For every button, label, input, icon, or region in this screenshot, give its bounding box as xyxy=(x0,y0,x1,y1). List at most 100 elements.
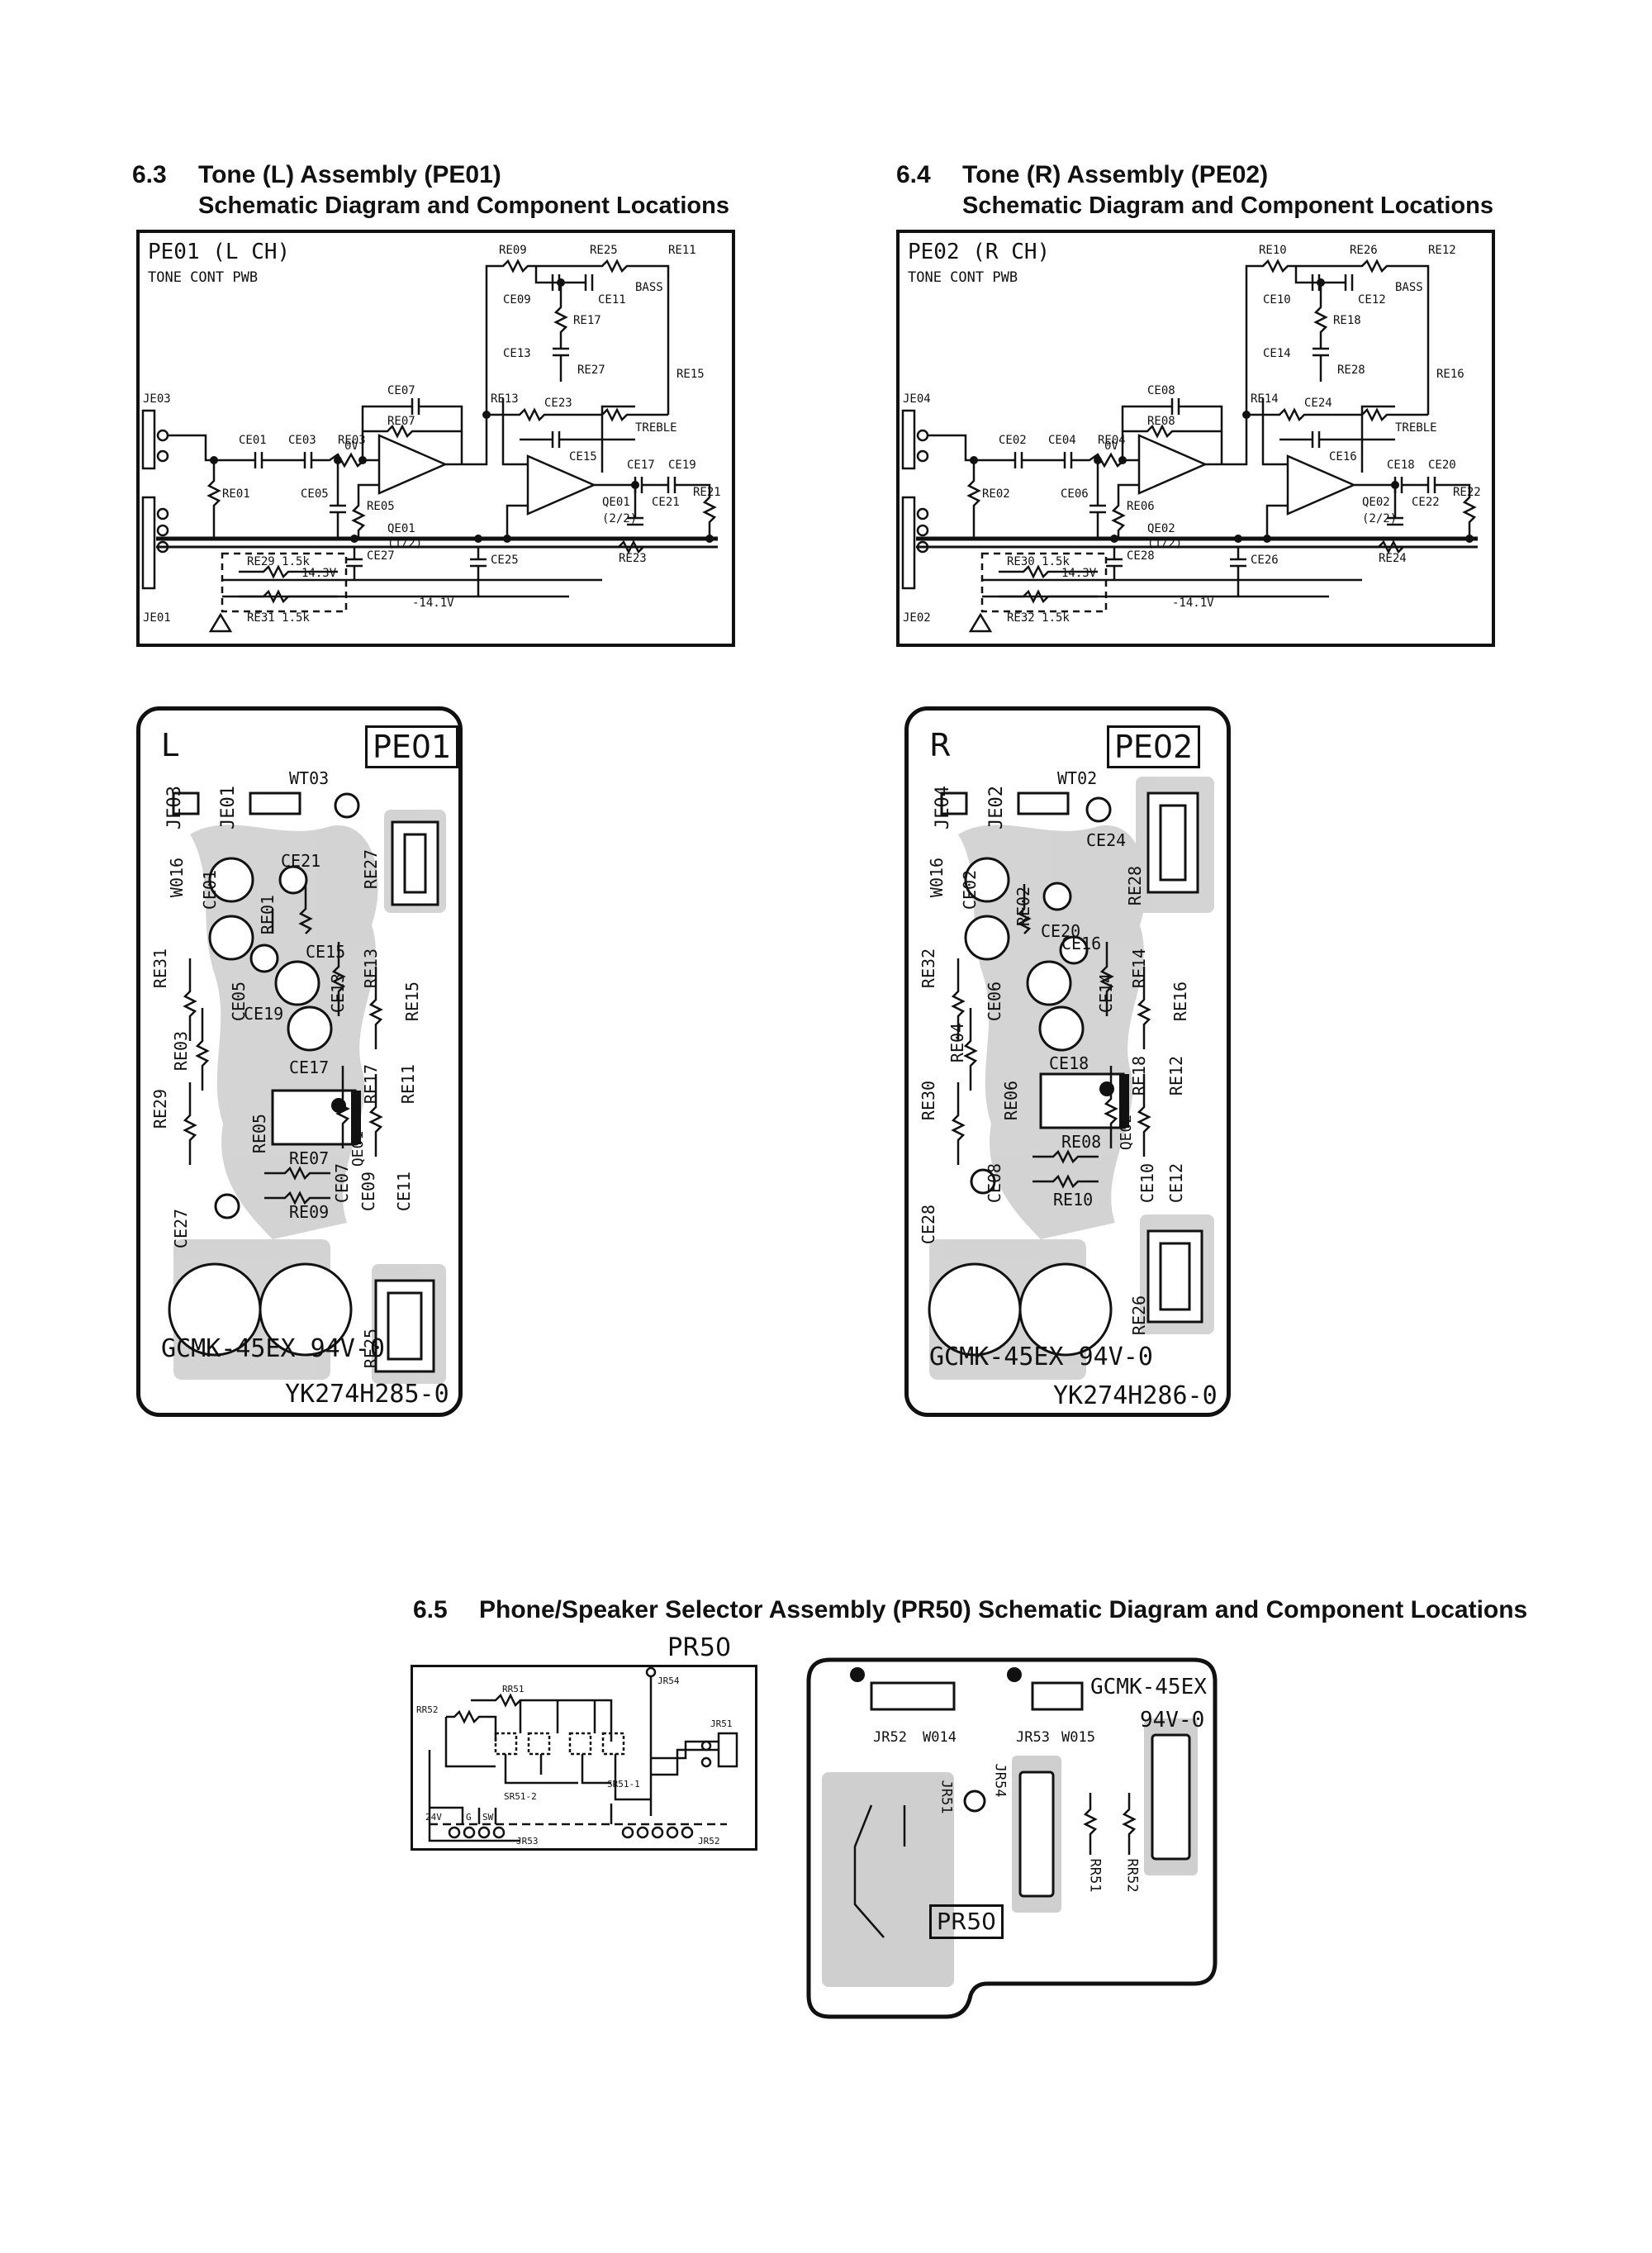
part-label: W016 xyxy=(927,857,947,898)
part-label: RR51 xyxy=(1086,1858,1104,1893)
part-label: CE08 xyxy=(1147,384,1175,397)
part-label: QE02 xyxy=(1118,1114,1136,1151)
part-label: CE19 xyxy=(668,459,696,472)
part-label: RE27 xyxy=(361,848,382,890)
part-label: RE18 xyxy=(1333,314,1361,327)
part-label: CE05 xyxy=(301,487,329,501)
voltage-label: 14.3V xyxy=(301,567,337,580)
part-label: CE18 xyxy=(1387,459,1415,472)
part-label: CE13 xyxy=(503,347,531,360)
part-label: CE18 xyxy=(1049,1053,1089,1073)
part-label: RE32 xyxy=(919,948,939,989)
jack-label: JE01 xyxy=(143,611,171,625)
part-label: RE30 1.5k xyxy=(1007,555,1070,568)
part-label: CE28 xyxy=(919,1204,939,1245)
jack-label: JE03 xyxy=(143,392,171,406)
part-label: SR51-1 xyxy=(607,1779,640,1790)
part-label: JR53 xyxy=(1016,1729,1050,1746)
part-label: RE11 xyxy=(668,244,696,257)
jack-label: JE04 xyxy=(903,392,931,406)
part-label: CE14 xyxy=(1096,972,1117,1014)
part-label: CE15 xyxy=(569,450,597,463)
part-label: CE20 xyxy=(1428,459,1456,472)
part-label: RE11 xyxy=(398,1063,419,1105)
pcb-layout xyxy=(928,777,1214,1380)
section-number: 6.4 xyxy=(896,161,931,188)
part-label: RE18 xyxy=(1129,1055,1150,1096)
pr50-pcb-outline xyxy=(806,1657,1218,2019)
part-label: RE02 xyxy=(982,487,1010,501)
part-label: CE25 xyxy=(491,554,519,567)
part-label: CE28 xyxy=(1127,549,1155,563)
part-label: RR52 xyxy=(1123,1858,1141,1893)
part-label: RE03 xyxy=(171,1030,192,1072)
part-label: QE01 xyxy=(349,1130,368,1167)
part-label: JE04 xyxy=(932,786,953,829)
schematic-title: PE02 (R CH) xyxy=(908,240,1051,264)
heading-6-5: 6.5 Phone/Speaker Selector Assembly (PR50… xyxy=(413,1596,1527,1624)
part-label: RE28 xyxy=(1337,364,1365,377)
pcb-right: R PE02 xyxy=(904,706,1231,1417)
part-label: CE24 xyxy=(1086,830,1127,850)
pcb-tag: PR50 xyxy=(929,1904,1004,1939)
part-label: JR51 xyxy=(938,1780,955,1814)
part-label: SW xyxy=(482,1812,494,1823)
part-label: RE28 xyxy=(1125,865,1146,906)
section-subtitle: Schematic Diagram and Component Location… xyxy=(962,193,1493,219)
part-label: WT03 xyxy=(289,768,330,788)
part-label: CE14 xyxy=(1263,347,1291,360)
part-label: RE22 xyxy=(1453,486,1481,499)
part-label: RE12 xyxy=(1166,1055,1187,1096)
pcb-material: GCMK-45EX 94V-0 xyxy=(161,1334,385,1363)
pr50-pcb: GCMK-45EX 94V-0 JR52 W014 JR53 W015 JR51… xyxy=(805,1656,1218,2020)
pcb-left: L PE01 xyxy=(136,706,463,1417)
part-label: RE01 xyxy=(258,894,278,935)
ic-label: QE01 xyxy=(387,522,415,535)
pcb-part-number: YK274H286-0 xyxy=(1053,1381,1218,1410)
part-label: RE05 xyxy=(367,500,395,513)
part-label: CE17 xyxy=(289,1058,330,1077)
part-label: RE23 xyxy=(619,552,647,565)
section-title: Tone (L) Assembly (PE01) xyxy=(198,161,501,188)
part-label: CE11 xyxy=(394,1171,415,1212)
ic-label: (2/2) xyxy=(1362,512,1397,525)
schematic-left: PE01 (L CH) TONE CONT PWB xyxy=(136,230,735,647)
schematic-title: PE01 (L CH) xyxy=(148,240,291,264)
pcb-side-label: R xyxy=(929,727,952,763)
part-label: RE01 xyxy=(222,487,250,501)
part-label: CE10 xyxy=(1137,1162,1158,1204)
part-label: RE13 xyxy=(491,392,519,406)
part-label: JR53 xyxy=(516,1836,539,1847)
part-label: CE26 xyxy=(1251,554,1279,567)
part-label: CE12 xyxy=(1358,293,1386,307)
pcb-side-label: L xyxy=(161,727,179,763)
part-label: RE04 xyxy=(1098,434,1126,447)
part-label: RE12 xyxy=(1428,244,1456,257)
part-label: RR52 xyxy=(416,1704,439,1715)
section-title: Phone/Speaker Selector Assembly (PR50) S… xyxy=(479,1596,1528,1623)
ic-label: (2/2) xyxy=(602,512,637,525)
ic-label: QE02 xyxy=(1147,522,1175,535)
ic-label: QE02 xyxy=(1362,496,1390,509)
part-label: CE27 xyxy=(367,549,395,563)
section-number: 6.5 xyxy=(413,1596,448,1623)
part-label: JR52 xyxy=(698,1836,720,1847)
part-label: CE22 xyxy=(1412,496,1440,509)
part-label: CE11 xyxy=(598,293,626,307)
schematic-subtitle: TONE CONT PWB xyxy=(908,269,1018,286)
part-label: CE17 xyxy=(627,459,655,472)
part-label: CE01 xyxy=(239,434,267,447)
part-label: RE29 xyxy=(150,1088,171,1129)
pcb-part-number: YK274H285-0 xyxy=(285,1380,449,1409)
part-label: RR51 xyxy=(502,1684,525,1695)
voltage-label: 0V xyxy=(1104,440,1118,453)
part-label: CE06 xyxy=(985,981,1005,1022)
part-label: RE16 xyxy=(1436,368,1464,381)
ic-label: QE01 xyxy=(602,496,630,509)
pr50-schematic: RR51 RR52 JR54 JR51 SR51-2 SR51-1 JR53 J… xyxy=(411,1665,757,1851)
part-label: RE07 xyxy=(289,1148,330,1168)
bass-label: BASS xyxy=(635,281,663,294)
part-label: CE10 xyxy=(1263,293,1291,307)
